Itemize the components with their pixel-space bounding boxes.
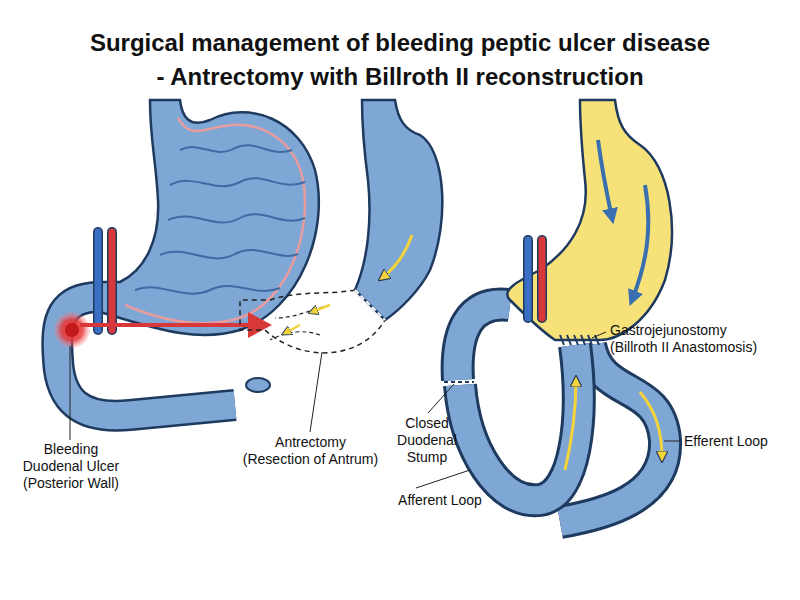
gastric-rugae xyxy=(170,178,305,186)
vein-outline xyxy=(93,232,103,330)
leader-line xyxy=(416,470,470,488)
cut-line xyxy=(355,290,385,320)
red-arrow xyxy=(80,323,250,327)
anatomy-label: Afferent Loop xyxy=(385,492,495,509)
procedure-label: Antrectomy (Resection of Antrum) xyxy=(241,434,380,468)
resection-inner-dashes xyxy=(270,305,330,340)
vein xyxy=(525,240,532,318)
anatomy-label: Closed Duodenal Stump xyxy=(392,415,462,466)
red-arrowhead xyxy=(248,312,272,338)
stomach xyxy=(100,100,319,335)
anatomy-label: Bleeding Duodenal Ulcer (Posterior Wall) xyxy=(18,441,124,492)
gastric-remnant xyxy=(507,100,672,340)
vein-outline xyxy=(523,240,533,318)
leader-line xyxy=(592,332,606,338)
flow-arrow xyxy=(632,185,648,300)
title-text: Surgical management of bleeding peptic u… xyxy=(87,26,713,94)
stump-closure xyxy=(444,381,474,383)
artery-outline xyxy=(107,232,117,330)
flow-arrow xyxy=(565,380,576,470)
gastric-rugae xyxy=(135,286,280,294)
anastomosis-label: Gastrojejunostomy (Billroth II Anastomos… xyxy=(610,322,760,356)
artery xyxy=(539,240,546,318)
afferent-loop-outline xyxy=(460,345,579,500)
gastric-rugae xyxy=(168,214,305,222)
anatomy-label: Efferent Loop xyxy=(684,433,794,450)
leader-line xyxy=(310,352,322,432)
afferent-loop xyxy=(460,345,579,500)
ulcer-crater xyxy=(65,323,79,337)
vein xyxy=(95,232,102,330)
stomach-lining xyxy=(125,118,305,323)
flow-arrow xyxy=(598,140,612,218)
bleeding-ulcer xyxy=(54,312,90,348)
gastric-rugae xyxy=(160,250,298,258)
flow-arrow xyxy=(285,325,300,333)
gastric-rugae xyxy=(180,145,292,152)
resected-antrum-outline xyxy=(240,290,385,353)
flow-arrow xyxy=(382,235,412,278)
artery-outline xyxy=(537,240,547,318)
duodenum xyxy=(458,304,510,380)
leader-line xyxy=(664,441,680,442)
anastomosis-sutures xyxy=(560,335,599,345)
duodenum-outline xyxy=(458,304,510,380)
leader-line xyxy=(70,346,71,440)
artery xyxy=(109,232,116,330)
flow-arrow xyxy=(640,392,662,458)
leader-line xyxy=(428,384,454,413)
gastric-remnant xyxy=(355,100,442,320)
flow-arrow xyxy=(312,305,330,312)
duodenal-stump xyxy=(246,378,270,392)
